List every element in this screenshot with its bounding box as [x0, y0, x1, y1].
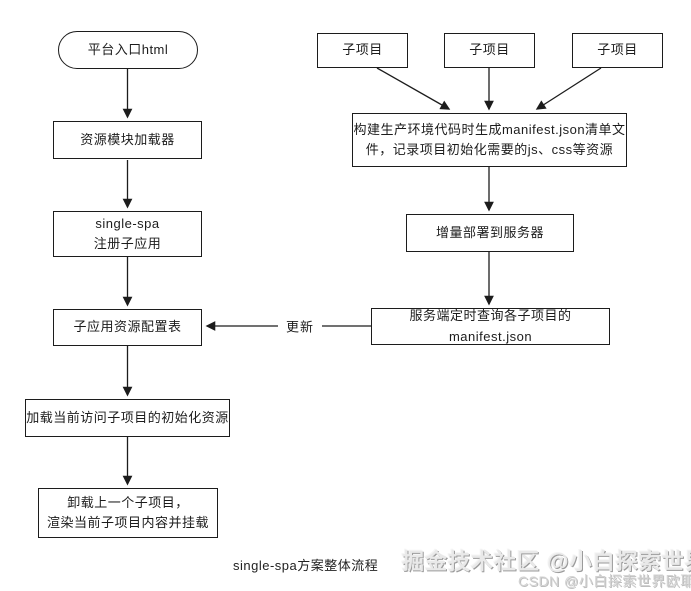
node-build-manifest: 构建生产环境代码时生成manifest.json清单文 件，记录项目初始化需要的… [352, 113, 627, 167]
edge-label-update: 更新 [277, 316, 323, 336]
node-unload-and-render: 卸载上一个子项目， 渲染当前子项目内容并挂载 [38, 488, 218, 538]
node-subproject-2: 子项目 [444, 33, 535, 68]
node-resource-module-loader: 资源模块加载器 [53, 121, 202, 159]
node-incremental-deploy: 增量部署到服务器 [406, 214, 574, 252]
arrow-subproject3-to-manifest [535, 67, 602, 110]
node-subproject-1: 子项目 [317, 33, 408, 68]
node-platform-entry: 平台入口html [58, 31, 198, 69]
node-subproject-3: 子项目 [572, 33, 663, 68]
arrow-subproject1-to-manifest [376, 67, 451, 110]
diagram-caption: single-spa方案整体流程 [233, 558, 379, 573]
node-single-spa-register: single-spa 注册子应用 [53, 211, 202, 257]
node-subapp-resource-config-table: 子应用资源配置表 [53, 309, 202, 346]
node-load-init-resources: 加载当前访问子项目的初始化资源 [25, 399, 230, 437]
node-server-poll-manifest: 服务端定时查询各子项目的manifest.json [371, 308, 610, 345]
watermark-juejin: 掘金技术社区 @小白探索世界欧耶 [402, 549, 691, 574]
watermark-csdn: CSDN @小白探索世界欧耶！~ [518, 573, 691, 589]
